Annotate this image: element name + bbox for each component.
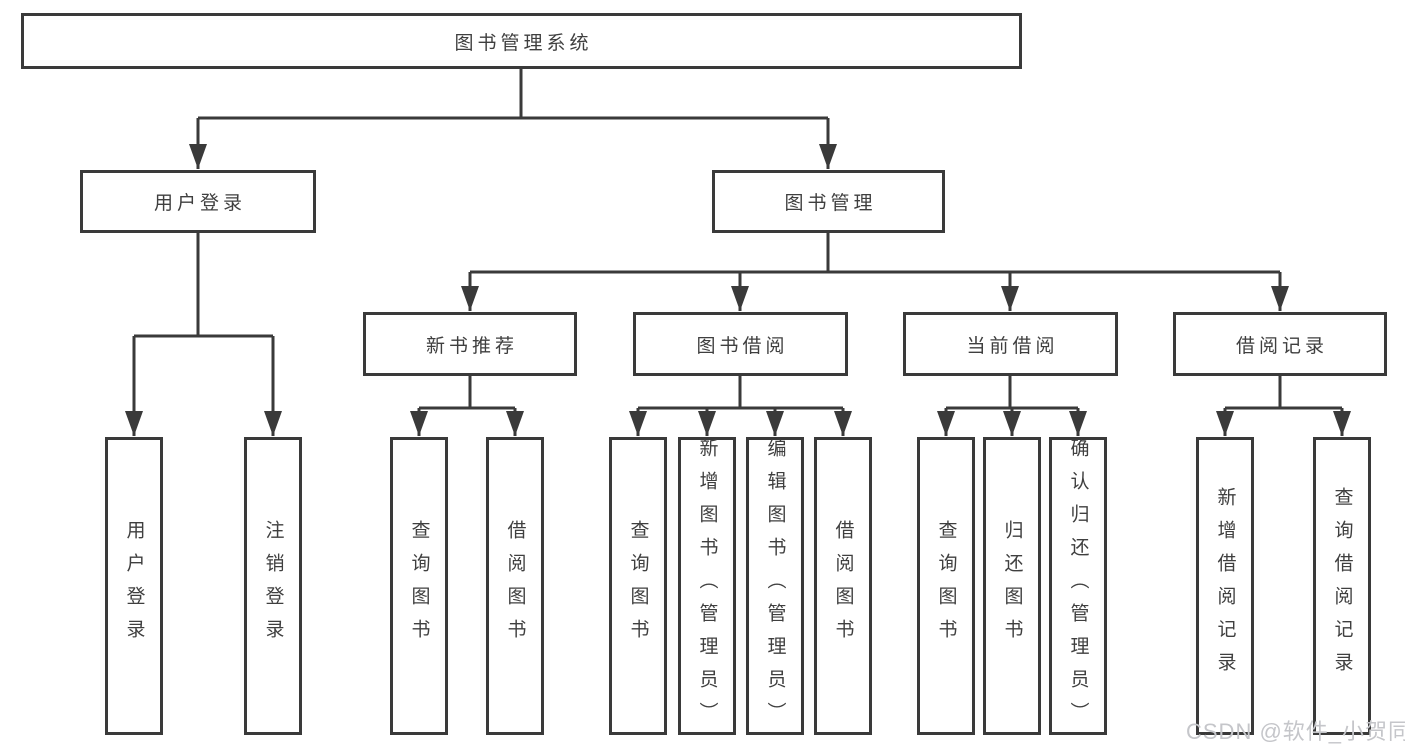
node-new-book-recommendation: 新书推荐 bbox=[363, 312, 577, 376]
leaf-borrow-books: 借阅图书 bbox=[814, 437, 872, 735]
leaf-return-books: 归还图书 bbox=[983, 437, 1041, 735]
leaf-query-borrow-record: 查询借阅记录 bbox=[1313, 437, 1371, 735]
leaf-label: 查询图书 bbox=[627, 520, 649, 652]
leaf-logout-login: 注销登录 bbox=[244, 437, 302, 735]
leaf-label: 用户登录 bbox=[123, 520, 145, 652]
node-current-borrowing: 当前借阅 bbox=[903, 312, 1118, 376]
leaf-label: 查询图书 bbox=[408, 520, 430, 652]
leaf-edit-books-admin: 编辑图书（管理员） bbox=[746, 437, 804, 735]
leaf-label: 确认归还（管理员） bbox=[1067, 437, 1089, 735]
node-user-login: 用户登录 bbox=[80, 170, 316, 233]
node-borrowing-records: 借阅记录 bbox=[1173, 312, 1387, 376]
tree-trunk-lines bbox=[134, 69, 1342, 410]
leaf-confirm-return-admin: 确认归还（管理员） bbox=[1049, 437, 1107, 735]
leaf-query-books: 查询图书 bbox=[390, 437, 448, 735]
leaf-add-books-admin: 新增图书（管理员） bbox=[678, 437, 736, 735]
leaf-label: 新增图书（管理员） bbox=[696, 437, 718, 735]
leaf-label: 归还图书 bbox=[1001, 520, 1023, 652]
leaf-add-borrow-record: 新增借阅记录 bbox=[1196, 437, 1254, 735]
watermark: CSDN @软件_小贺同学 bbox=[1186, 719, 1405, 744]
leaf-label: 查询图书 bbox=[935, 520, 957, 652]
leaf-query-books: 查询图书 bbox=[609, 437, 667, 735]
leaf-user-login: 用户登录 bbox=[105, 437, 163, 735]
leaf-label: 查询借阅记录 bbox=[1331, 487, 1353, 685]
leaf-label: 编辑图书（管理员） bbox=[764, 437, 786, 735]
leaf-label: 新增借阅记录 bbox=[1214, 487, 1236, 685]
node-book-borrowing: 图书借阅 bbox=[633, 312, 848, 376]
node-library-management-system: 图书管理系统 bbox=[21, 13, 1022, 69]
leaf-borrow-books: 借阅图书 bbox=[486, 437, 544, 735]
node-book-management: 图书管理 bbox=[712, 170, 945, 233]
leaf-query-books: 查询图书 bbox=[917, 437, 975, 735]
leaf-label: 注销登录 bbox=[262, 520, 284, 652]
leaf-label: 借阅图书 bbox=[504, 520, 526, 652]
leaf-label: 借阅图书 bbox=[832, 520, 854, 652]
